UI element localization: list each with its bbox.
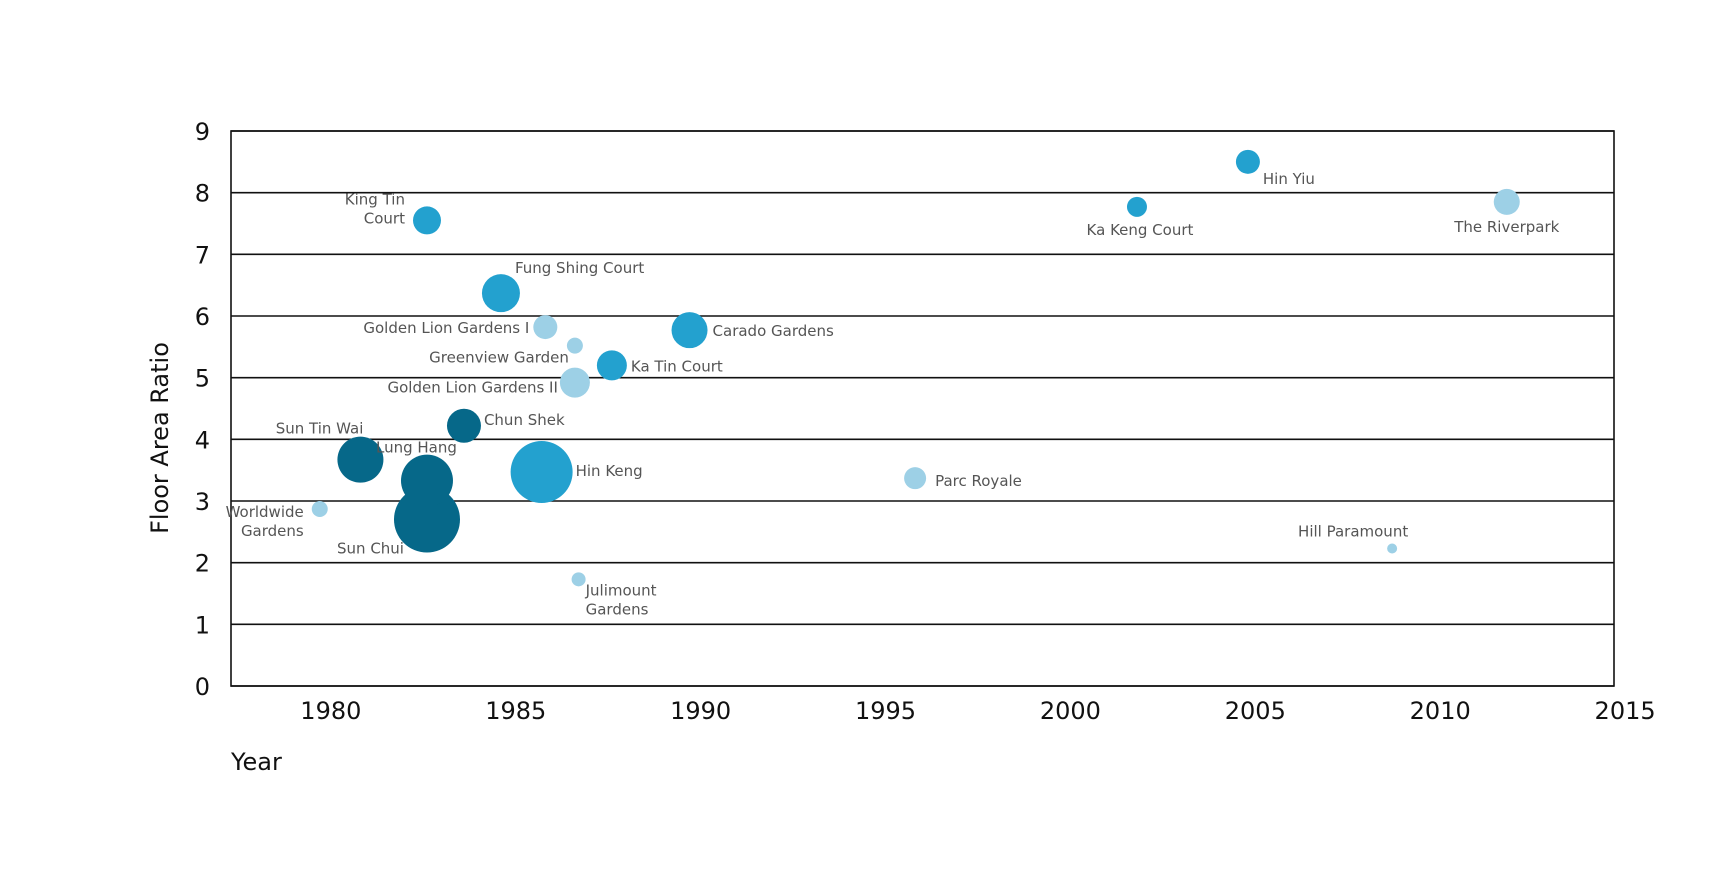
bubble-worldwide-gardens (311, 501, 328, 518)
bubble-hin-keng (510, 441, 573, 504)
bubble-ka-keng-court (1126, 196, 1147, 217)
point-label: Hin Yiu (1263, 170, 1315, 188)
point-label: Ka Tin Court (631, 357, 723, 375)
y-tick-label: 0 (195, 673, 210, 701)
bubble-sun-tin-wai (337, 436, 384, 483)
x-tick-label: 1990 (670, 697, 731, 725)
bubble-parc-royale (904, 467, 927, 490)
x-tick-label: 1985 (485, 697, 546, 725)
bubble-king-tin-court (412, 206, 441, 235)
axis-layer: 0 1 2 3 4 5 6 7 8 9 1980 1985 1990 1995 2000 2005 2010 20… (195, 118, 1656, 725)
bubble-chun-shek (446, 408, 481, 443)
point-label: Chun Shek (484, 411, 565, 429)
bubble-golden-lion-gardens-ii (559, 367, 590, 398)
bubble-layer (311, 149, 1520, 587)
y-tick-label: 7 (195, 241, 210, 269)
bubble-hin-yiu (1235, 149, 1260, 174)
x-axis-title: Year (230, 748, 282, 776)
x-tick-label: 2005 (1225, 697, 1286, 725)
point-label: Lung Hang (376, 439, 457, 457)
point-label: Hin Keng (576, 462, 643, 480)
bubble-sun-chui (393, 486, 460, 553)
point-label: Sun Chui (337, 540, 404, 558)
y-tick-label: 9 (195, 118, 210, 146)
y-tick-label: 6 (195, 303, 210, 331)
point-label: Greenview Garden (429, 349, 569, 367)
point-label: Ka Keng Court (1087, 221, 1194, 239)
x-tick-label: 2015 (1595, 697, 1656, 725)
point-label: Carado Gardens (713, 322, 834, 340)
bubble-lung-hang (400, 454, 453, 507)
bubble-hill-paramount (1387, 543, 1398, 554)
y-tick-label: 1 (195, 611, 210, 639)
bubble-greenview-garden (566, 337, 583, 354)
point-label: Hill Paramount (1298, 522, 1408, 540)
point-label: Golden Lion Gardens I (363, 319, 529, 337)
point-label: Sun Tin Wai (276, 420, 364, 438)
x-tick-label: 2010 (1410, 697, 1471, 725)
point-label: The Riverpark (1453, 218, 1559, 236)
y-tick-label: 4 (195, 426, 210, 454)
y-tick-label: 3 (195, 488, 210, 516)
y-tick-label: 8 (195, 180, 210, 208)
bubble-fung-shing-court (481, 274, 520, 313)
point-label: Fung Shing Court (515, 259, 644, 277)
bubble-ka-tin-court (596, 350, 627, 381)
y-axis-title: Floor Area Ratio (146, 342, 174, 534)
point-label: Golden Lion Gardens II (388, 379, 558, 397)
bubble-golden-lion-gardens-i (533, 315, 558, 340)
point-label: Parc Royale (935, 472, 1022, 490)
bubble-julimount-gardens (571, 572, 586, 587)
bubble-the-riverpark (1493, 188, 1520, 215)
x-tick-label: 1995 (855, 697, 916, 725)
bubble-carado-gardens (671, 312, 708, 349)
y-tick-label: 5 (195, 365, 210, 393)
x-tick-label: 2000 (1040, 697, 1101, 725)
y-tick-label: 2 (195, 550, 210, 578)
x-tick-label: 1980 (300, 697, 361, 725)
